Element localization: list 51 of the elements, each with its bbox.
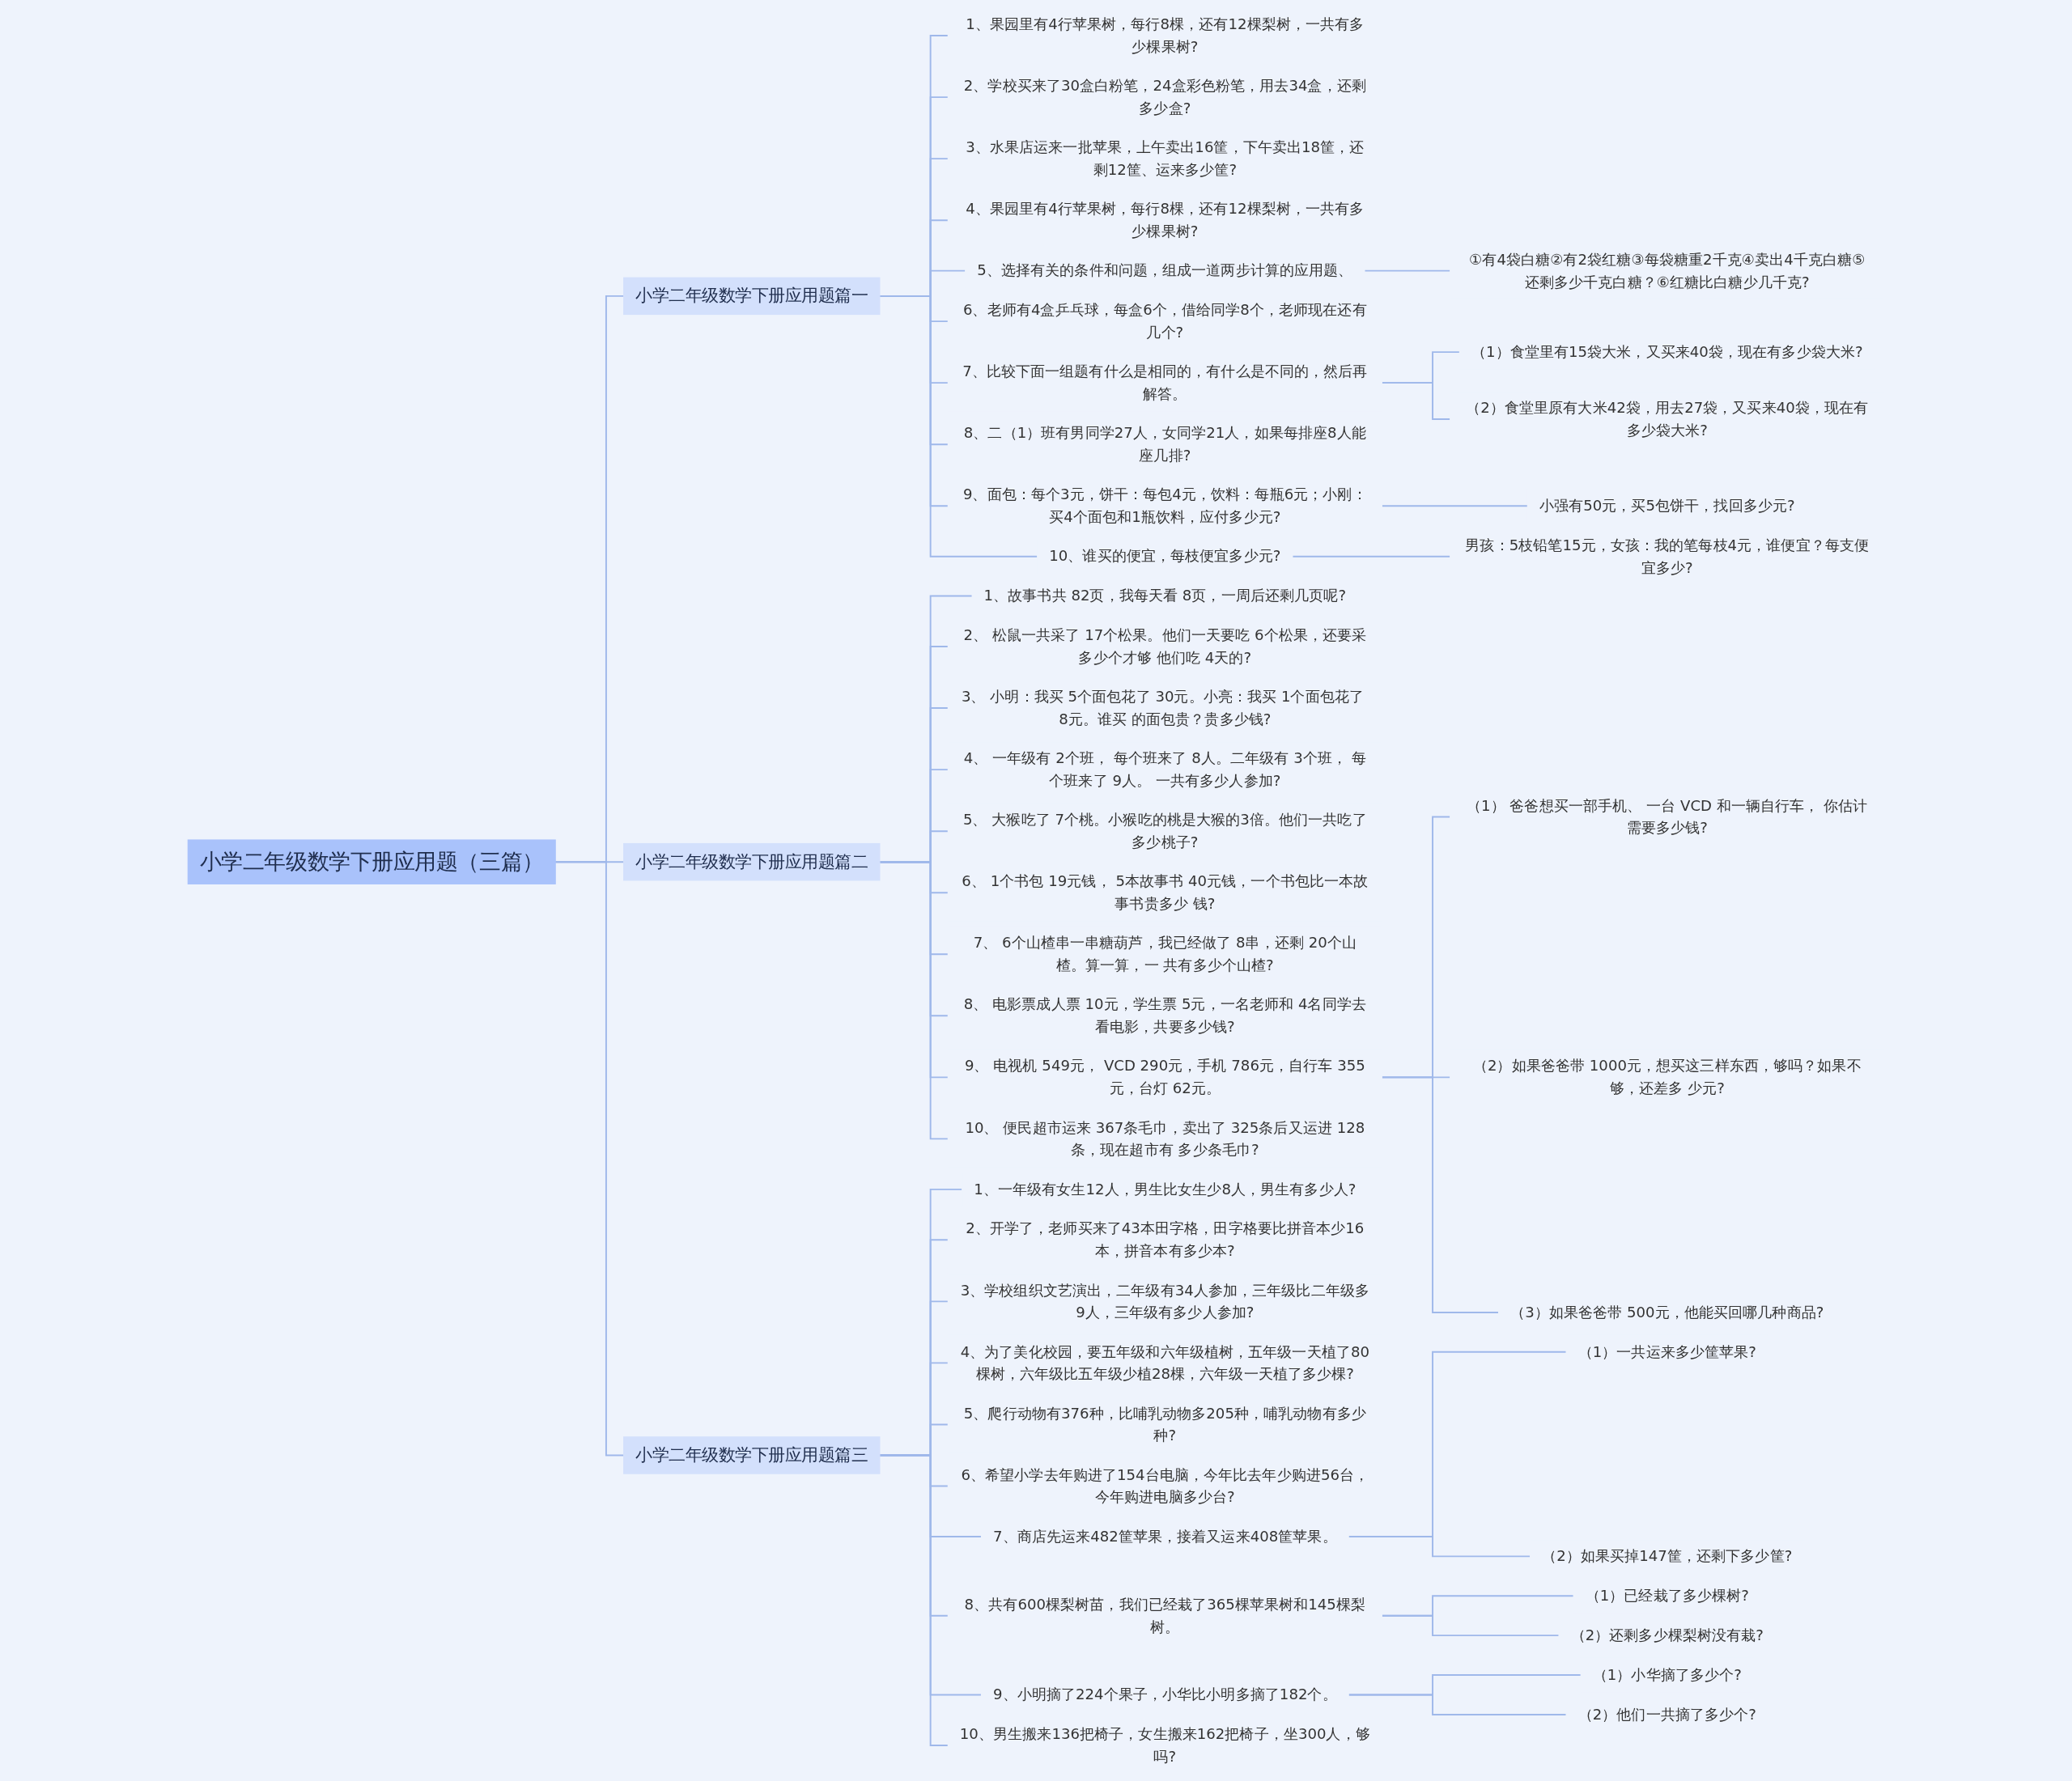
node-text: （1）已经栽了多少棵树? <box>1585 1587 1749 1605</box>
connector <box>878 1454 949 1746</box>
node-text: 男孩：5枝铅笔15元，女孩：我的笔每枝4元，谁便宜？每支便宜多少? <box>1465 536 1870 576</box>
node-text: （1）食堂里有15袋大米，又买来40袋，现在有多少袋大米? <box>1471 342 1863 361</box>
node-text: 5、 大猴吃了 7个桃。小猴吃的桃是大猴的3倍。他们一共吃了多少桃子? <box>962 811 1367 851</box>
node-text: 1、果园里有4行苹果树，每行8棵，还有12棵梨树，一共有多少棵果树? <box>966 15 1365 56</box>
node-box: 小学二年级数学下册应用题（三篇） <box>187 839 556 884</box>
node-text: 8、 电影票成人票 10元，学生票 5元，一名老师和 4名同学去看电影，共要多少钱? <box>963 995 1366 1036</box>
node-text: 7、 6个山楂串一串糖葫芦，我已经做了 8串，还剩 20个山楂。算一算，一 共有多少个山楂? <box>973 934 1357 974</box>
node-text: 8、共有600棵梨树苗，我们已经栽了365棵苹果树和145棵梨树。 <box>964 1595 1366 1635</box>
connector <box>1348 1535 1531 1558</box>
node-text: （1） 爸爸想买一部手机、 一台 VCD 和一辆自行车， 你估计需要多少钱? <box>1466 796 1868 837</box>
node-text: 5、爬行动物有376种，比哺乳动物多205种，哺乳动物有多少种? <box>963 1404 1366 1444</box>
node-text: 6、希望小学去年购进了154台电脑，今年比去年少购进56台，今年购进电脑多少台? <box>961 1465 1369 1506</box>
node-text: 9、面包：每个3元，饼干：每包4元，饮料：每瓶6元；小刚：买4个面包和1瓶饮料，应付多少元? <box>962 486 1367 526</box>
node-text: 10、谁买的便宜，每枝便宜多少元? <box>1049 547 1281 566</box>
node-text: 8、二（1）班有男同学27人，女同学21人，如果每排座8人能座几排? <box>963 424 1366 464</box>
node-text: （2）他们一共摘了多少个? <box>1577 1705 1756 1724</box>
node-text: 2、开学了，老师买来了43本田字格，田字格要比拼音本少16本，拼音本有多少本? <box>966 1219 1365 1260</box>
node-text: 9、小明摘了224个果子，小华比小明多摘了182个。 <box>993 1686 1337 1704</box>
node-text: 10、 便民超市运来 367条毛巾，卖出了 325条后又运进 128条，现在超市有 多少条毛巾? <box>965 1118 1365 1159</box>
node-text: 7、商店先运来482筐苹果，接着又运来408筐苹果。 <box>993 1527 1337 1546</box>
node-text: 4、为了美化校园，要五年级和六年级植树，五年级一天植了80棵树，六年级比五年级少植28棵，六年级一天植了多少棵? <box>960 1342 1369 1383</box>
node-text: （1）小华摘了多少个? <box>1592 1665 1742 1684</box>
node-text: （2）如果爸爸带 1000元，想买这三样东西，够吗？如果不够，还差多 少元? <box>1472 1057 1862 1097</box>
node-text: （1）一共运来多少筐苹果? <box>1577 1342 1756 1361</box>
node-text: 小强有50元，买5包饼干，找回多少元? <box>1539 497 1795 515</box>
node-text: 1、故事书共 82页，我每天看 8页，一周后还剩几页呢? <box>983 587 1347 605</box>
node-text: （2）食堂里原有大米42袋，用去27袋，又买来40袋，现在有多少袋大米? <box>1466 399 1869 439</box>
node-text: （2）如果买掉147筐，还剩下多少筐? <box>1542 1547 1793 1565</box>
node-box: 小学二年级数学下册应用题篇二 <box>623 842 881 881</box>
node-text: 1、一年级有女生12人，男生比女生少8人，男生有多少人? <box>974 1180 1357 1198</box>
node-text: 3、 小明：我买 5个面包花了 30元。小亮：我买 1个面包花了 8元。谁买 的面包贵？贵多少钱? <box>961 688 1364 728</box>
node-text: 2、学校买来了30盒白粉笔，24盒彩色粉笔，用去34盒，还剩多少盒? <box>963 77 1366 117</box>
node-text: 10、男生搬来136把椅子，女生搬来162把椅子，坐300人，够吗? <box>959 1725 1370 1766</box>
node-text: 3、学校组织文艺演出，二年级有34人参加，三年级比二年级多9人，三年级有多少人参加? <box>960 1281 1369 1321</box>
node-text: （3）如果爸爸带 500元，他能买回哪几种商品? <box>1510 1303 1824 1321</box>
node-text: 4、 一年级有 2个班， 每个班来了 8人。二年级有 3个班， 每个班来了 9人。 一共有多少人参加? <box>963 749 1366 790</box>
node-text: 6、老师有4盒乒乓球，每盒6个，借给同学8个，老师现在还有几个? <box>962 301 1367 341</box>
node-text: ①有4袋白糖②有2袋红糖③每袋糖重2千克④卖出4千克白糖⑤还剩多少千克白糖？⑥红糖比白糖少几千克? <box>1469 250 1866 290</box>
node-text: 6、 1个书包 19元钱， 5本故事书 40元钱，一个书包比一本故事书贵多少 钱? <box>962 872 1369 913</box>
node-box: 小学二年级数学下册应用题篇一 <box>623 277 881 316</box>
node-text: （2）还剩多少棵梨树没有栽? <box>1570 1626 1764 1644</box>
connector <box>878 861 949 1140</box>
node-text: 7、比较下面一组题有什么是相同的，有什么是不同的，然后再解答。 <box>962 363 1368 403</box>
node-text: 9、 电视机 549元， VCD 290元，手机 786元，自行车 355元，台灯 62元。 <box>964 1057 1365 1097</box>
node-text: 2、 松鼠一共采了 17个松果。他们一天要吃 6个松果，还要采多少个才够 他们吃 4天的? <box>963 626 1367 667</box>
node-text: 4、果园里有4行苹果树，每行8棵，还有12棵梨树，一共有多少棵果树? <box>966 200 1365 240</box>
node-text: 5、选择有关的条件和问题，组成一道两步计算的应用题、 <box>977 261 1353 280</box>
node-text: 3、水果店运来一批苹果，上午卖出16筐，下午卖出18筐，还剩12筐、运来多少筐? <box>966 138 1365 179</box>
node-box: 小学二年级数学下册应用题篇三 <box>623 1436 881 1474</box>
